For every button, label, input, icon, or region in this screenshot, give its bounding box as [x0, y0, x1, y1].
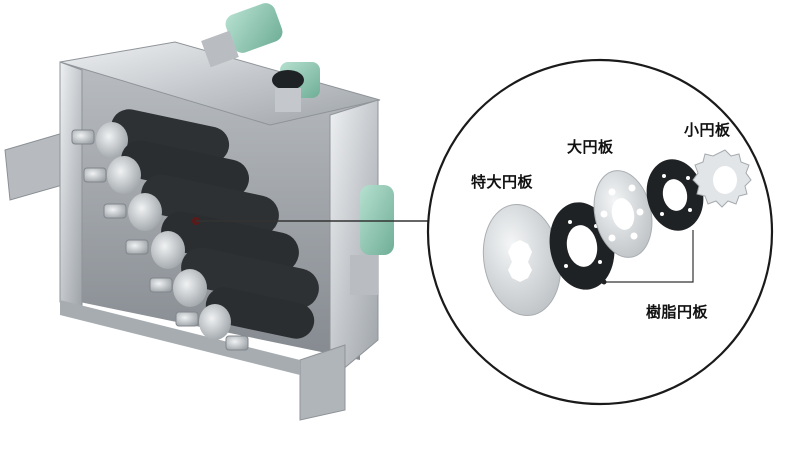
motor-side	[350, 185, 394, 295]
frame-left-post	[59, 61, 83, 311]
resin-disc-part-2	[646, 159, 704, 231]
roller	[96, 109, 230, 163]
resin-leader-line	[604, 230, 694, 283]
motor-middle	[272, 62, 320, 112]
roller	[151, 211, 299, 273]
resin-leader-dot	[601, 279, 607, 285]
label-extra-large-disc: 特大円板	[471, 173, 534, 191]
roller	[107, 140, 249, 198]
motor-top	[201, 3, 283, 68]
label-small-disc: 小円板	[684, 121, 731, 139]
large-disc-part	[593, 170, 653, 258]
bottom-rail	[60, 300, 300, 375]
frame-right-leg	[299, 344, 346, 421]
label-resin-disc: 樹脂円板	[646, 303, 709, 321]
roller-assembly	[71, 109, 319, 351]
shaft-ends	[71, 129, 249, 351]
detail-callout	[426, 58, 774, 406]
extra-large-disc-part	[482, 203, 562, 317]
roller	[128, 174, 279, 236]
roller	[173, 247, 319, 309]
roller	[199, 287, 315, 340]
separator-machine	[4, 3, 394, 421]
label-large-disc: 大円板	[567, 138, 614, 156]
small-disc-part	[692, 149, 752, 208]
frame-right-panel	[329, 99, 379, 382]
